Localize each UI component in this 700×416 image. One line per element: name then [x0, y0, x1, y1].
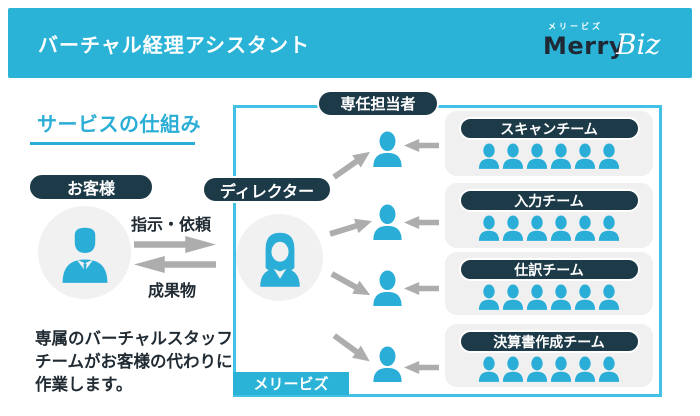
diagonal-arrow-icon [328, 267, 374, 301]
person-icon [526, 356, 548, 382]
team-members [445, 356, 653, 382]
person-icon [526, 143, 548, 169]
section-title-underline [30, 142, 195, 145]
team-members [445, 284, 653, 310]
merrybiz-service-box [233, 105, 662, 397]
header-bar: バーチャル経理アシスタント メリービズ Merry Biz [8, 8, 692, 78]
customer-avatar [38, 206, 131, 299]
team-pill: 仕訳チーム [458, 258, 640, 281]
team-card-input: 入力チーム [445, 183, 653, 248]
director-pill: ディレクター [202, 176, 332, 203]
team-card-scan: スキャンチーム [445, 111, 653, 176]
staff-person-icon [372, 131, 403, 167]
team-pill: スキャンチーム [458, 117, 640, 140]
description-line: チームがお客様の代わりに [35, 352, 233, 371]
customer-pill: お客様 [28, 173, 154, 201]
person-icon [502, 215, 524, 241]
team-members [445, 143, 653, 169]
person-icon [478, 284, 500, 310]
right-arrow-icon [134, 236, 216, 253]
page-title: バーチャル経理アシスタント [38, 32, 310, 57]
person-icon [502, 356, 524, 382]
staff-person-icon [372, 204, 403, 240]
small-left-arrow-icon [404, 361, 439, 374]
dedicated-staff-pill: 専任担当者 [317, 90, 439, 117]
person-icon [598, 284, 620, 310]
team-card-journal: 仕訳チーム [445, 252, 653, 315]
diagonal-arrow-icon [330, 330, 374, 368]
person-icon [550, 215, 572, 241]
staff-person-icon [372, 270, 403, 306]
description-line: 専属のバーチャルスタッフ [35, 329, 233, 348]
logo-kana-text: メリービズ [548, 22, 603, 31]
person-icon [574, 356, 596, 382]
person-icon [550, 284, 572, 310]
team-members [445, 215, 653, 241]
team-pill: 入力チーム [458, 189, 640, 212]
merrybiz-corner-label: メリービズ [233, 372, 349, 395]
small-left-arrow-icon [404, 282, 439, 295]
person-icon [598, 356, 620, 382]
person-icon [574, 215, 596, 241]
director-avatar [236, 214, 323, 301]
section-title: サービスの仕組み [37, 112, 201, 136]
diagonal-arrow-icon [328, 214, 374, 241]
person-icon [478, 143, 500, 169]
description-line: 作業します。 [35, 375, 133, 394]
person-icon [598, 143, 620, 169]
person-icon [478, 356, 500, 382]
team-card-financial-statements: 決算書作成チーム [445, 324, 653, 387]
small-left-arrow-icon [404, 216, 439, 229]
person-icon [502, 284, 524, 310]
deliverable-label: 成果物 [148, 281, 197, 300]
male-person-icon [57, 223, 113, 283]
person-icon [550, 356, 572, 382]
person-icon [502, 143, 524, 169]
female-person-icon [253, 229, 307, 287]
request-label: 指示・依頼 [131, 215, 212, 234]
person-icon [526, 215, 548, 241]
merrybiz-logo-script: Biz [616, 28, 661, 61]
left-arrow-icon [134, 256, 216, 273]
person-icon [478, 215, 500, 241]
person-icon [526, 284, 548, 310]
diagonal-arrow-icon [330, 146, 375, 184]
team-pill: 決算書作成チーム [458, 330, 640, 353]
person-icon [574, 284, 596, 310]
description-text: 専属のバーチャルスタッフ チームがお客様の代わりに 作業します。 [35, 327, 233, 396]
person-icon [598, 215, 620, 241]
staff-person-icon [372, 346, 403, 382]
person-icon [550, 143, 572, 169]
small-left-arrow-icon [404, 139, 439, 152]
merrybiz-logo: Merry [543, 32, 625, 60]
person-icon [574, 143, 596, 169]
